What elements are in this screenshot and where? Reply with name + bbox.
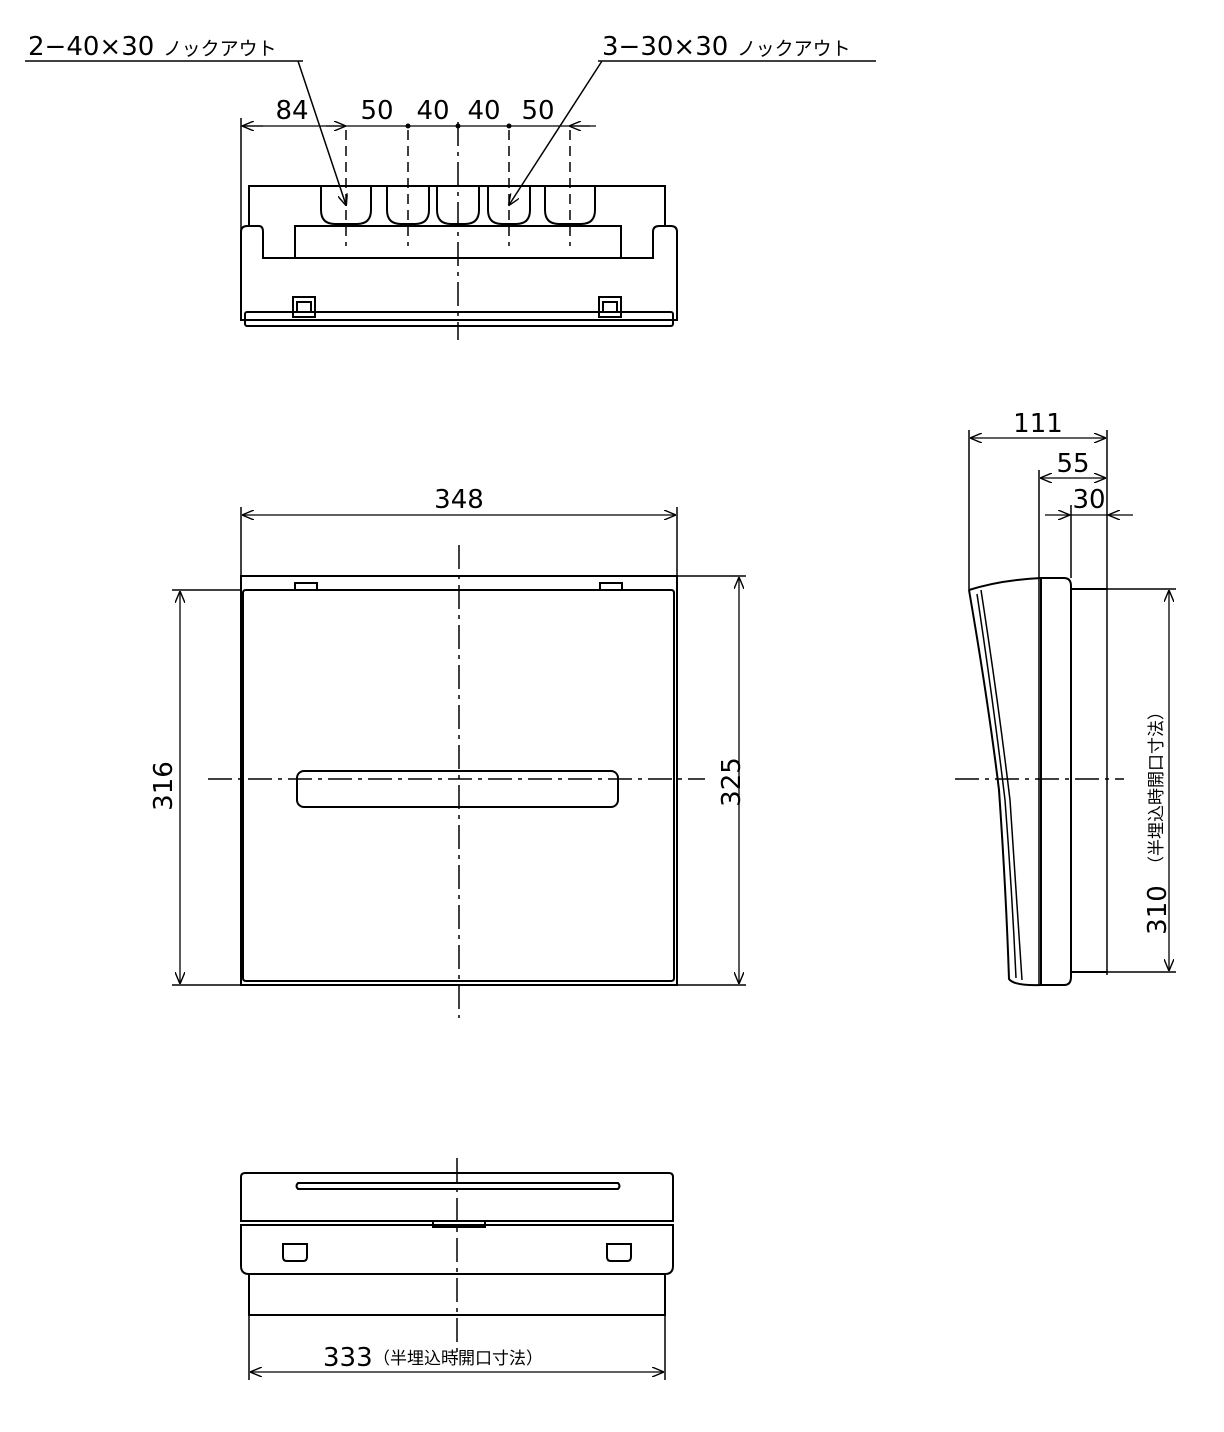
- bottom-slot: [295, 1182, 621, 1190]
- knockout-30x30: [386, 186, 430, 225]
- knockout-right-label: 3−30×30: [602, 32, 728, 62]
- top-view: 84 50 40 40 50: [240, 96, 678, 340]
- mount-clip-right: [598, 296, 622, 318]
- knockout-callout-left: 2−40×30 ノックアウト: [25, 32, 346, 205]
- dim-depth-30: 30: [1072, 485, 1105, 515]
- bottom-cover: [240, 1172, 674, 1222]
- dim-dot: [405, 123, 411, 129]
- dim-width-348: 348: [434, 485, 484, 515]
- leader-line-left: [297, 60, 346, 205]
- dim-40b: 40: [467, 96, 500, 126]
- mount-clip-right-inner: [602, 301, 618, 313]
- front-cover: [242, 589, 675, 982]
- knockout-40x30: [320, 186, 372, 225]
- knockout-30x30: [487, 186, 531, 225]
- front-view: 348 316 325: [149, 485, 747, 1018]
- bottom-view: 333 （半埋込時開口寸法）: [240, 1158, 674, 1380]
- bottom-embed-box: [248, 1274, 666, 1316]
- dim-40a: 40: [416, 96, 449, 126]
- knockout-left-label: 2−40×30: [28, 32, 154, 62]
- side-cover-inner: [980, 589, 1023, 981]
- dim-opening-333-note: （半埋込時開口寸法）: [373, 1349, 543, 1369]
- dim-dot: [506, 123, 512, 129]
- mount-clip-left-inner: [296, 301, 312, 313]
- side-cover-top: [968, 577, 1042, 591]
- top-view-front-lip: [244, 311, 674, 327]
- top-view-back-wall: [248, 185, 666, 226]
- dim-opening-333: 333: [323, 1343, 373, 1373]
- dim-50b: 50: [521, 96, 554, 126]
- dim-opening-310-note: （半埋込時開口寸法）: [1147, 703, 1167, 873]
- dim-depth-111: 111: [1013, 409, 1063, 439]
- dim-50a: 50: [360, 96, 393, 126]
- side-cover-outer: [968, 589, 1042, 987]
- bottom-foot-right: [606, 1243, 632, 1262]
- dim-depth-55: 55: [1056, 449, 1089, 479]
- cover-handle-slot: [296, 770, 619, 808]
- dim-height-325: 325: [717, 757, 747, 807]
- top-view-body: [240, 225, 678, 321]
- side-cover-inner2: [976, 593, 1017, 979]
- knockout-right-suffix: ノックアウト: [737, 38, 851, 60]
- side-box-body: [1040, 577, 1072, 986]
- hinge-tab-left: [294, 582, 318, 590]
- knockout-40x30: [544, 186, 596, 225]
- knockout-left-suffix: ノックアウト: [163, 38, 277, 60]
- knockout-callout-right: 3−30×30 ノックアウト: [509, 32, 876, 205]
- mount-clip-left: [292, 296, 316, 318]
- dim-84: 84: [275, 96, 308, 126]
- dim-height-316: 316: [149, 761, 179, 811]
- hinge-tab-right: [599, 582, 623, 590]
- bottom-foot-left: [282, 1243, 308, 1262]
- side-view: 111 55 30 310 （半埋込時開口寸法）: [955, 409, 1176, 987]
- leader-line-right: [509, 60, 603, 205]
- dim-opening-310: 310: [1143, 885, 1173, 935]
